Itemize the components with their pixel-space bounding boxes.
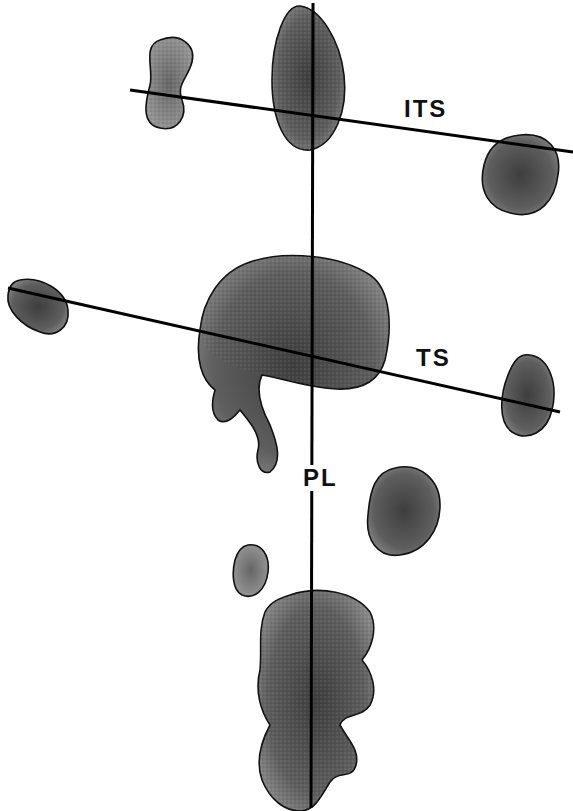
texture xyxy=(146,38,193,129)
uptake-blobs xyxy=(8,6,559,811)
blob xyxy=(146,38,193,129)
blob xyxy=(8,279,68,333)
axis-label: TS xyxy=(414,345,453,371)
blob xyxy=(198,256,389,473)
stipple-overlay xyxy=(146,6,389,811)
axis-label: ITS xyxy=(402,96,449,122)
axis-lines xyxy=(8,3,573,808)
texture xyxy=(258,590,374,811)
blob xyxy=(482,135,558,215)
blob xyxy=(258,590,374,811)
texture xyxy=(200,256,389,389)
blob xyxy=(233,545,268,596)
tip-line xyxy=(8,288,560,412)
texture xyxy=(272,6,345,150)
blob xyxy=(368,467,440,555)
blob xyxy=(272,6,345,150)
inter-tip-line xyxy=(130,90,573,152)
blob xyxy=(502,355,554,436)
plumb-line xyxy=(311,3,313,808)
axis-label: PL xyxy=(301,465,340,491)
